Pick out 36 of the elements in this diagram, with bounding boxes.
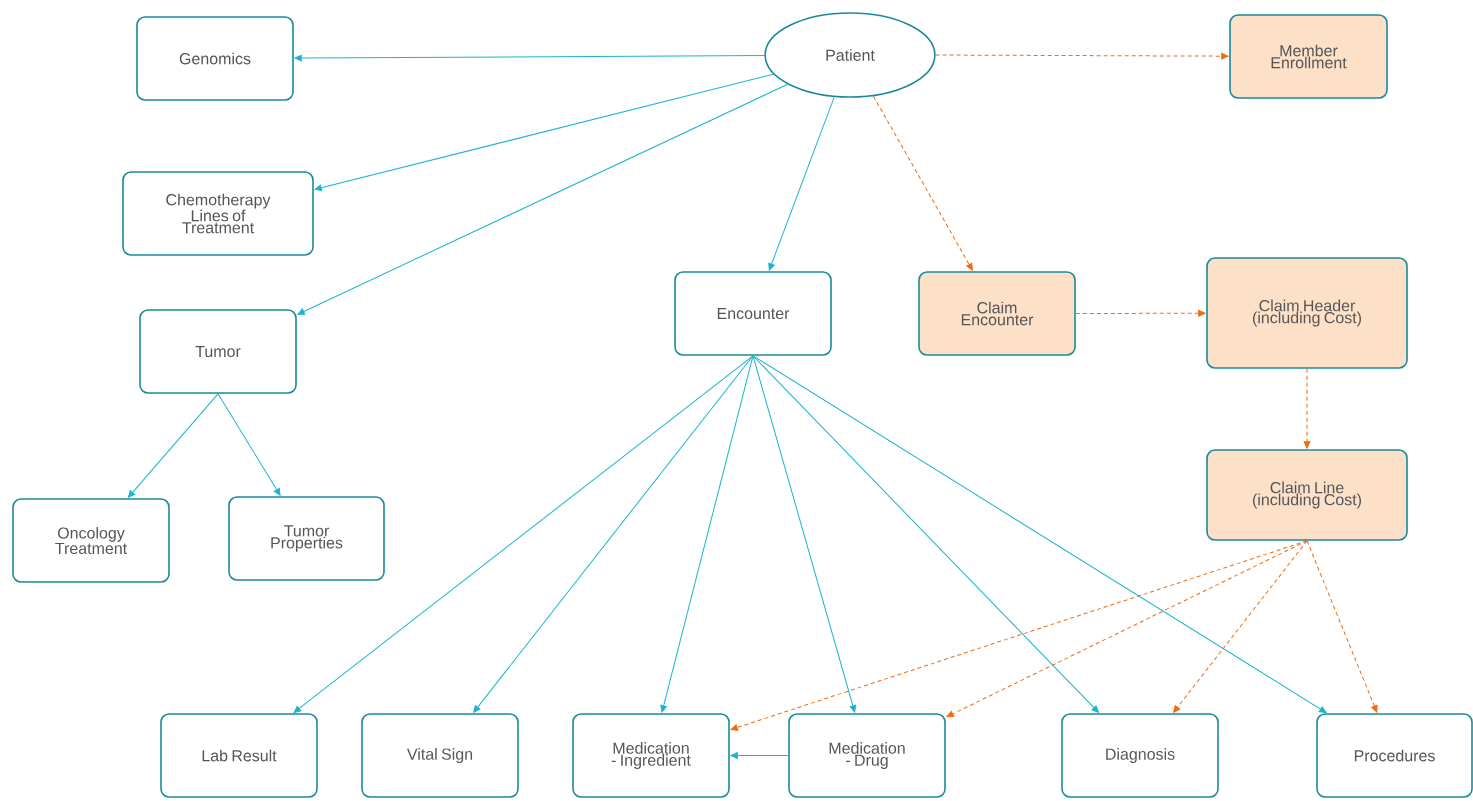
arrow	[297, 83, 789, 315]
arrow	[946, 540, 1308, 718]
entity-box: Encounter	[674, 271, 832, 356]
arrow	[293, 355, 754, 713]
entity-box: Oncology Treatment	[12, 498, 170, 583]
entity-box: Tumor Properties	[228, 496, 385, 581]
arrow	[935, 52, 1229, 60]
arrow	[127, 393, 219, 498]
claim-box: Claim Encounter	[918, 271, 1076, 356]
entity-box: Procedures	[1316, 713, 1473, 798]
arrow	[752, 355, 1327, 714]
entity-box: Vital Sign	[361, 713, 519, 798]
entity-box: Tumor	[139, 309, 297, 394]
arrow	[752, 355, 1099, 713]
arrow	[1303, 368, 1311, 449]
entity-box: Medication - Drug	[788, 713, 946, 798]
arrow	[768, 96, 835, 271]
arrow	[730, 752, 789, 759]
arrow	[660, 355, 754, 713]
entity-box: Medication - Ingredient	[572, 713, 730, 798]
arrow	[314, 73, 774, 192]
claim-box: Claim Line (including Cost)	[1206, 449, 1408, 541]
arrow	[1173, 540, 1308, 713]
entity-box: Lab Result	[160, 713, 318, 798]
entity-box: Genomics	[136, 16, 294, 101]
arrow	[1075, 309, 1206, 317]
arrow	[1306, 540, 1378, 713]
arrow	[752, 355, 857, 713]
arrow	[872, 95, 973, 271]
claim-box: Claim Header (including Cost)	[1206, 257, 1408, 369]
arrow	[294, 54, 765, 62]
entity-box: Diagnosis	[1061, 713, 1219, 798]
arrow	[217, 393, 281, 496]
entity-box: Chemotherapy Lines of Treatment	[122, 171, 314, 256]
claim-box: Member Enrollment	[1229, 14, 1388, 99]
arrow	[473, 355, 754, 713]
